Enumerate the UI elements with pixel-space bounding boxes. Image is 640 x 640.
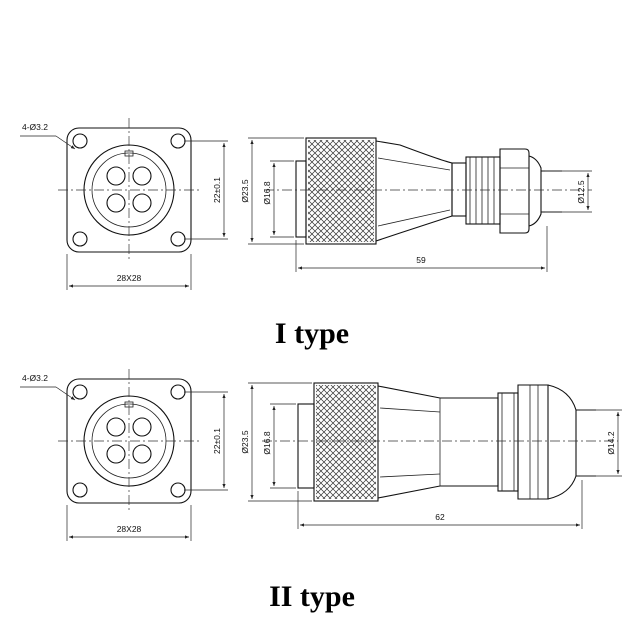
body-highlight xyxy=(379,407,441,413)
flange-size-label: 28X28 xyxy=(117,273,142,283)
inner-dia-label: Ø16.8 xyxy=(262,431,272,454)
mount-hole xyxy=(170,482,186,498)
type2-side-view: Ø23.5 Ø16.8 Ø14.2 62 xyxy=(240,382,622,529)
type1-section: 4-Ø3.2 22±0.1 28X28 xyxy=(20,118,592,350)
cable-dia-label: Ø12.5 xyxy=(576,180,586,203)
leader-line xyxy=(55,135,76,150)
cable-gland xyxy=(465,156,501,225)
outer-dia-label: Ø23.5 xyxy=(240,430,250,453)
knurl-texture xyxy=(308,140,374,242)
plug-front xyxy=(295,160,307,238)
knurled-nut xyxy=(305,137,377,245)
length-label: 62 xyxy=(435,512,445,522)
pin xyxy=(132,193,152,213)
hex-nut xyxy=(499,148,530,234)
pin xyxy=(132,417,152,437)
body-collar xyxy=(497,392,519,492)
pitch-label: 22±0.1 xyxy=(212,177,222,203)
mount-hole xyxy=(72,133,88,149)
hole-label: 4-Ø3.2 xyxy=(22,122,48,132)
rear-nut xyxy=(517,384,549,500)
body-collar xyxy=(451,162,467,217)
knurl-texture xyxy=(316,385,376,499)
knurled-nut xyxy=(313,382,379,502)
pin xyxy=(106,417,126,437)
type2-title: II type xyxy=(269,580,355,613)
pin xyxy=(106,444,126,464)
pin xyxy=(132,166,152,186)
pin xyxy=(106,166,126,186)
pin xyxy=(132,444,152,464)
mount-hole xyxy=(170,384,186,400)
pitch-label: 22±0.1 xyxy=(212,428,222,454)
length-label: 59 xyxy=(416,255,426,265)
type1-title: I type xyxy=(275,317,349,350)
body-highlight xyxy=(377,209,451,227)
plug-front xyxy=(297,403,315,489)
type1-front-view: 4-Ø3.2 22±0.1 28X28 xyxy=(20,118,228,290)
hole-label: 4-Ø3.2 xyxy=(22,373,48,383)
body-waist xyxy=(377,385,499,499)
type2-front-view: 4-Ø3.2 22±0.1 28X28 xyxy=(20,369,228,541)
cable-dia-label: Ø14.2 xyxy=(606,431,616,454)
tapered-body xyxy=(375,140,453,242)
outer-dia-label: Ø23.5 xyxy=(240,179,250,202)
body-highlight xyxy=(377,157,451,171)
gland-cap xyxy=(528,155,542,227)
leader-line xyxy=(55,386,76,401)
mount-hole xyxy=(170,231,186,247)
body-highlight xyxy=(379,473,441,478)
type2-section: 4-Ø3.2 22±0.1 28X28 xyxy=(20,369,622,613)
mount-hole xyxy=(170,133,186,149)
mount-hole xyxy=(72,231,88,247)
mount-hole xyxy=(72,384,88,400)
inner-dia-label: Ø16.8 xyxy=(262,181,272,204)
rear-cap xyxy=(547,384,577,500)
type1-side-view: Ø23.5 Ø16.8 Ø12.5 59 xyxy=(240,137,592,272)
flange-size-label: 28X28 xyxy=(117,524,142,534)
mount-hole xyxy=(72,482,88,498)
pin xyxy=(106,193,126,213)
